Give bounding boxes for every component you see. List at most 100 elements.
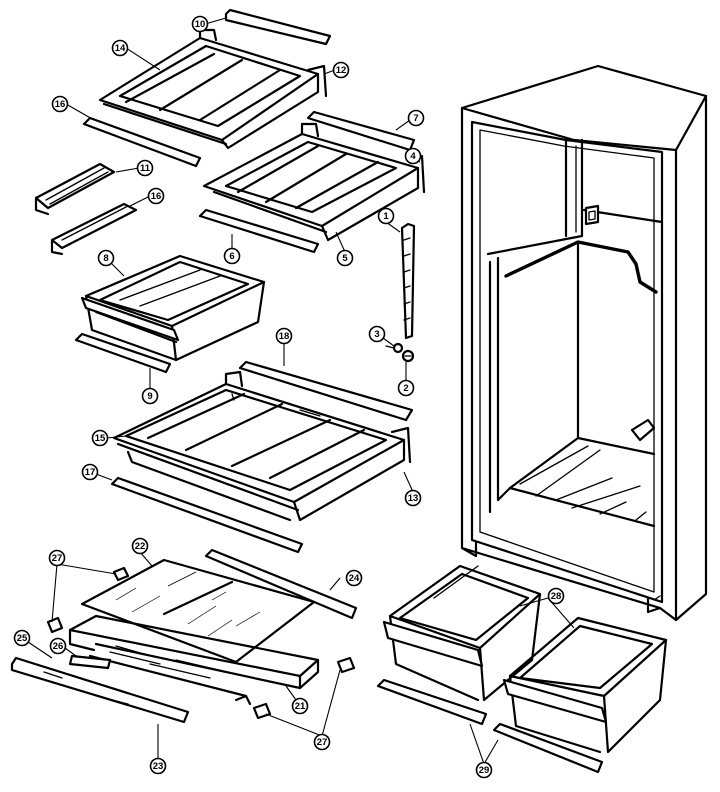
callout-circle: [13, 629, 31, 647]
callout-number: 27: [317, 737, 328, 748]
callout-22: 22: [131, 537, 149, 555]
shelf-trim-17: [110, 476, 304, 554]
callout-number: 16: [55, 99, 66, 110]
callout-9: 9: [141, 387, 159, 405]
callout-number: 12: [336, 65, 347, 76]
crisper-drawer-28-right: [502, 616, 668, 754]
callout-27: 27: [313, 733, 331, 751]
callout-number: 16: [151, 191, 162, 202]
shelf-trim-6: [198, 208, 320, 254]
clip-27-left: [46, 616, 64, 634]
callout-14: 14: [111, 39, 129, 57]
callout-number: 1: [383, 211, 389, 222]
screw-3: [385, 342, 404, 354]
callout-circle: [291, 697, 309, 715]
callout-number: 27: [52, 553, 63, 564]
callout-number: 6: [229, 251, 234, 262]
callout-number: 4: [410, 151, 416, 162]
callout-7: 7: [407, 109, 425, 127]
callout-10: 10: [191, 15, 209, 33]
callout-16: 16: [147, 187, 165, 205]
callout-circle: [91, 429, 109, 447]
callout-number: 14: [115, 43, 126, 54]
clip-27-upper: [112, 566, 130, 582]
callout-29: 29: [475, 761, 493, 779]
callout-circle: [49, 637, 67, 655]
clip-27-right: [336, 656, 356, 674]
callout-4: 4: [404, 147, 422, 165]
callout-circle: [223, 247, 241, 265]
callout-6: 6: [223, 247, 241, 265]
callout-circle: [149, 757, 167, 775]
callout-circle: [475, 761, 493, 779]
callout-circle: [275, 327, 293, 345]
drawer-trim-29-left: [376, 678, 488, 726]
callout-number: 28: [551, 591, 562, 602]
callout-number: 29: [479, 765, 490, 776]
callout-circle: [345, 569, 363, 587]
callout-2: 2: [397, 379, 415, 397]
callout-28: 28: [547, 587, 565, 605]
cover-trim-24: [204, 548, 358, 620]
callout-26: 26: [49, 637, 67, 655]
callout-23: 23: [149, 757, 167, 775]
cover-trim-25: [10, 656, 190, 724]
callout-circle: [332, 61, 350, 79]
callout-5: 5: [336, 249, 354, 267]
callout-number: 8: [103, 253, 108, 264]
callout-number: 15: [95, 433, 106, 444]
callout-1: 1: [377, 207, 395, 225]
callout-11: 11: [136, 159, 154, 177]
callout-15: 15: [91, 429, 109, 447]
callout-labels: 1234567891011121314151616171821222324252…: [13, 15, 565, 779]
cover-part-26: [68, 654, 112, 670]
callout-circle: [407, 109, 425, 127]
callout-number: 2: [403, 383, 408, 394]
callout-circle: [147, 187, 165, 205]
refrigerator-cabinet: [460, 64, 708, 622]
callout-16: 16: [51, 95, 69, 113]
callout-number: 25: [17, 633, 28, 644]
callout-3: 3: [368, 325, 386, 343]
callout-circle: [397, 379, 415, 397]
callout-number: 3: [374, 329, 379, 340]
callout-12: 12: [332, 61, 350, 79]
callout-circle: [404, 489, 422, 507]
callout-circle: [336, 249, 354, 267]
drawer-trim-9: [74, 332, 172, 374]
bracket-16-lower: [50, 202, 138, 256]
callout-circle: [81, 463, 99, 481]
shelf-5: [202, 122, 426, 242]
callout-circle: [111, 39, 129, 57]
callout-18: 18: [275, 327, 293, 345]
callout-number: 22: [135, 541, 146, 552]
callout-circle: [141, 387, 159, 405]
callout-8: 8: [97, 249, 115, 267]
crisper-drawer-28-left: [382, 564, 542, 702]
callout-number: 18: [279, 331, 290, 342]
callout-circle: [547, 587, 565, 605]
shelf-support-rail-1: [400, 222, 416, 340]
callout-circle: [313, 733, 331, 751]
callout-circle: [48, 549, 66, 567]
callout-number: 17: [85, 467, 96, 478]
callout-circle: [131, 537, 149, 555]
callout-number: 24: [349, 573, 360, 584]
shelf-trim-7: [306, 110, 416, 152]
clip-27-bottom: [252, 702, 272, 720]
bracket-11: [34, 162, 116, 216]
shelf-trim-strip-top: [224, 8, 332, 46]
callout-number: 26: [53, 641, 64, 652]
callout-circle: [404, 147, 422, 165]
callout-number: 7: [413, 113, 418, 124]
callout-circle: [368, 325, 386, 343]
callout-circle: [51, 95, 69, 113]
callout-number: 11: [140, 163, 151, 174]
callout-24: 24: [345, 569, 363, 587]
callout-number: 23: [153, 761, 164, 772]
callout-number: 9: [147, 391, 152, 402]
shelf-trim-18: [238, 360, 414, 422]
callout-17: 17: [81, 463, 99, 481]
